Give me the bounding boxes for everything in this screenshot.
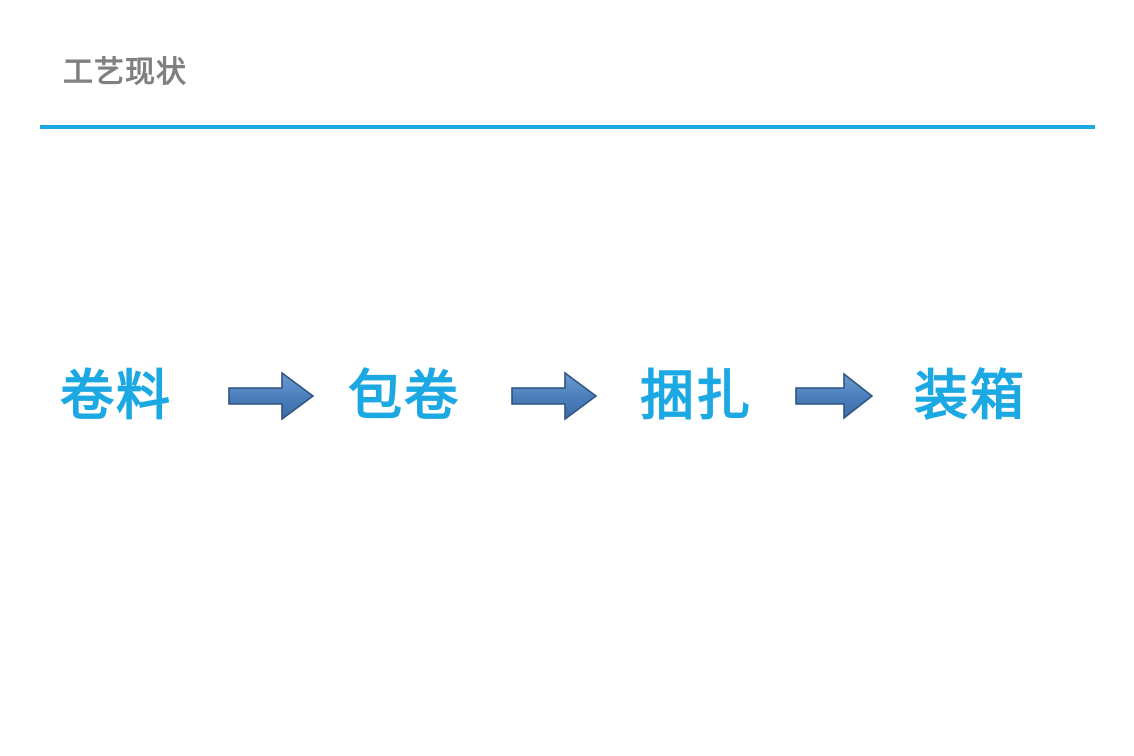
title-divider	[40, 125, 1095, 129]
flow-step-4: 装箱	[914, 366, 1026, 426]
flow-arrow-3	[794, 370, 874, 422]
right-arrow-icon	[510, 368, 598, 424]
right-arrow-icon	[227, 368, 315, 424]
flow-step-3: 捆扎	[640, 366, 752, 426]
right-arrow-icon	[794, 370, 874, 422]
flow-step-1: 卷料	[60, 366, 172, 426]
flow-arrow-1	[227, 368, 315, 424]
page-title: 工艺现状	[63, 56, 187, 89]
flow-arrow-2	[510, 368, 598, 424]
process-flow: 卷料 包卷	[60, 352, 1070, 440]
flow-step-2: 包卷	[348, 366, 460, 426]
